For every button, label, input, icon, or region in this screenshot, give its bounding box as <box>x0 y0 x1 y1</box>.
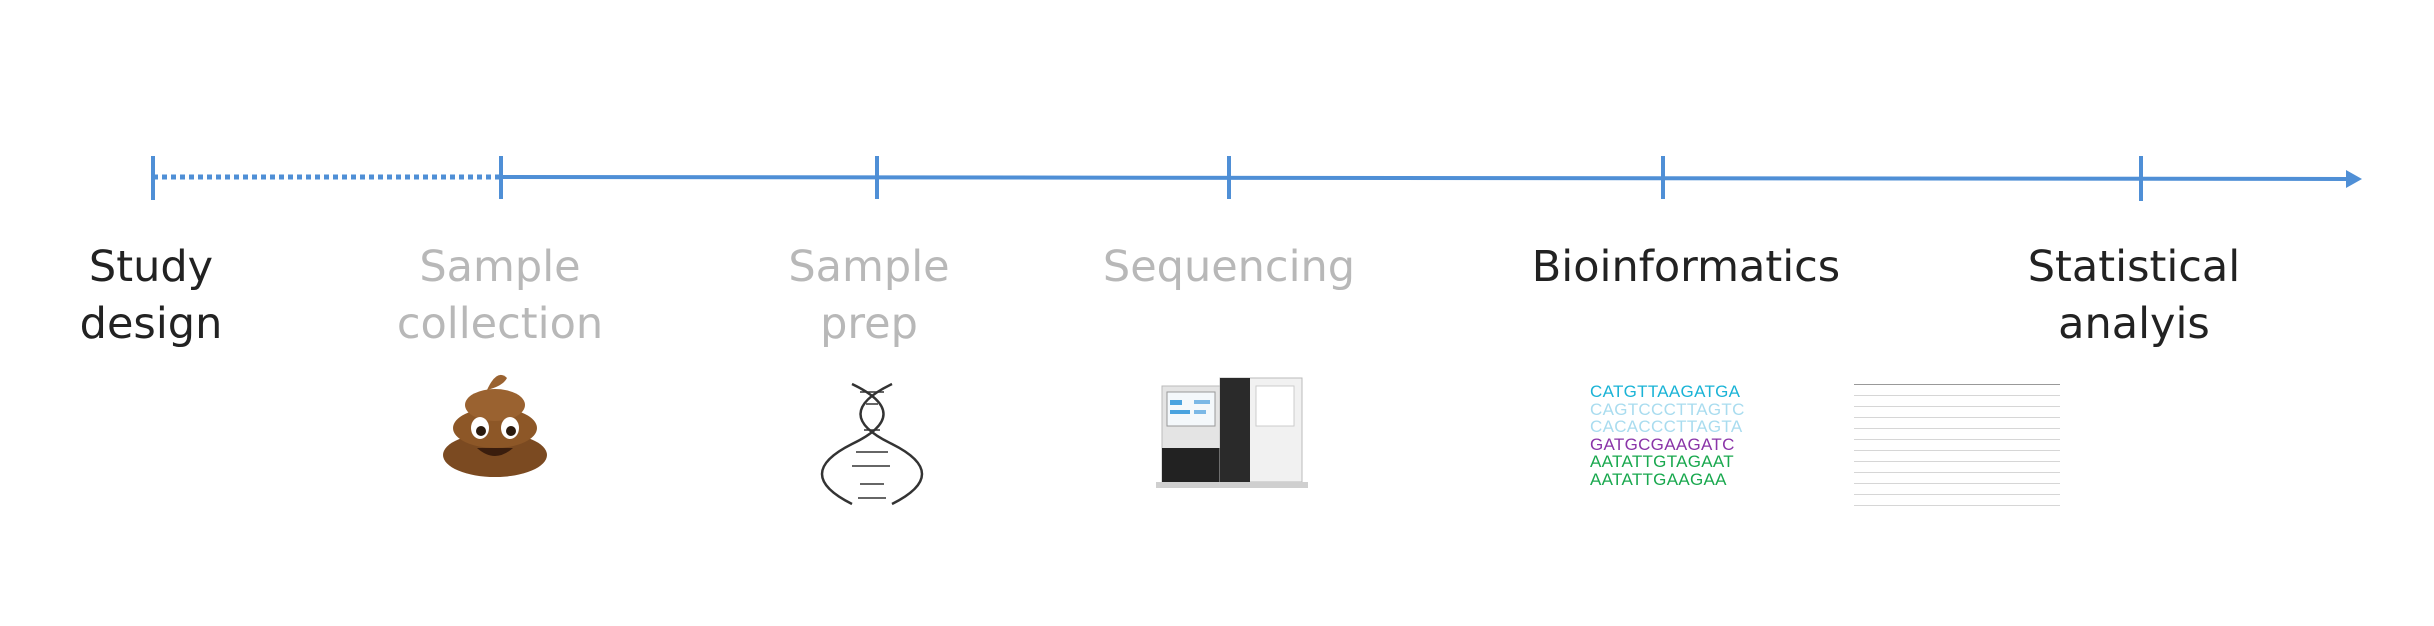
sequencer-machine-icon <box>1156 377 1308 488</box>
sequence-read: AATATTGAAGAA <box>1590 469 1727 489</box>
sequence-reads: CATGTTAAGATGA CAGTCCCTTAGTC CACACCCTTAGT… <box>1590 383 1745 488</box>
stage-label-bioinformatics: Bioinformatics <box>1531 242 1841 292</box>
sequence-read: AATATTGTAGAAT <box>1590 452 1734 471</box>
timeline-arrowhead <box>2346 170 2362 188</box>
stage-label-statistical-analysis: Statistical analyis <box>2027 242 2241 349</box>
stage-label-sample-prep: Sample prep <box>788 242 950 349</box>
sequence-read: CATGTTAAGATGA <box>1590 382 1741 401</box>
timeline-axis <box>500 175 2349 181</box>
data-table-icon: ​​​​​ ​​​​​ <box>1854 374 2060 506</box>
sequence-read: CACACCCTTAGTA <box>1590 417 1743 436</box>
sequence-read: GATGCGAAGATC <box>1590 434 1735 454</box>
stage-label-study-design: Study design <box>79 242 223 349</box>
stage-label-sample-collection: Sample collection <box>396 242 604 349</box>
poop-emoji-icon <box>443 374 547 477</box>
sequence-read: CAGTCCCTTAGTC <box>1590 399 1745 419</box>
stage-label-sequencing: Sequencing <box>1102 242 1356 292</box>
dna-helix-icon <box>820 382 924 506</box>
